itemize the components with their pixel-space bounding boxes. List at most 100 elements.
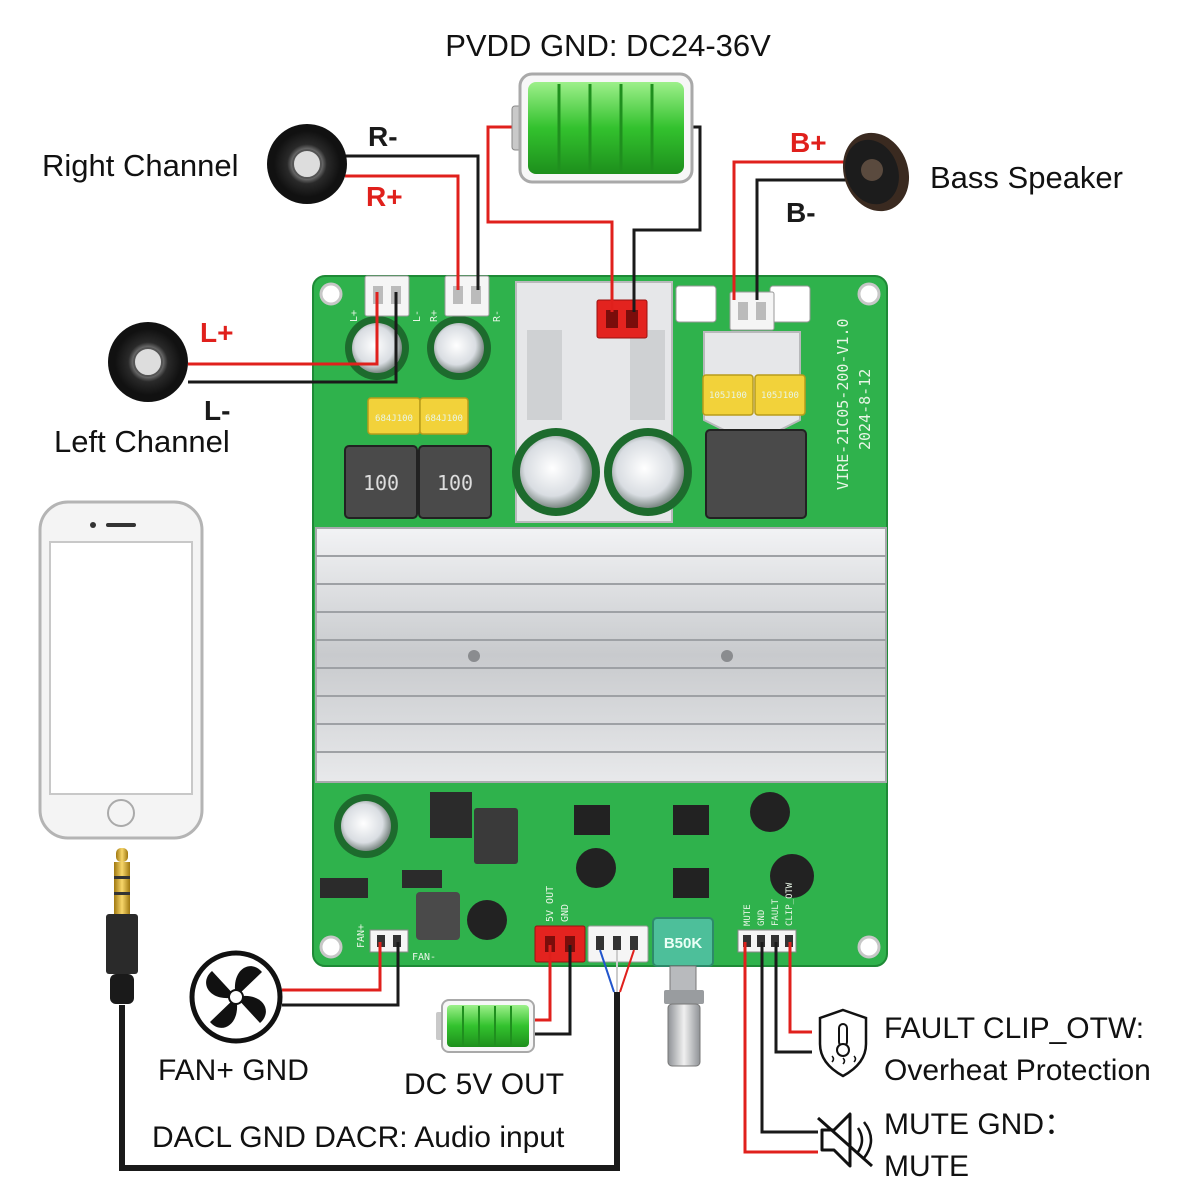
inductor-1: 100	[344, 445, 418, 519]
wire-5v-plus	[534, 945, 552, 1022]
dc-5v-out-connector	[534, 925, 586, 963]
wire-b-minus	[755, 178, 846, 300]
capacitor-bottom-left	[334, 794, 398, 858]
svg-text:100: 100	[437, 471, 473, 495]
potentiometer-icon: B50K	[652, 917, 714, 1067]
pin-clip: CLIP_OTW	[785, 882, 795, 926]
wire-b-plus	[732, 160, 846, 300]
pin-fault: FAULT	[771, 898, 781, 926]
wire-r-plus	[345, 174, 460, 290]
battery-icon	[511, 72, 694, 184]
tag-r-minus: R-	[368, 121, 398, 152]
tag-b-plus: B+	[790, 127, 827, 158]
audio-jack-icon	[106, 848, 138, 1004]
fault-label-line2: Overheat Protection	[884, 1054, 1151, 1087]
wire-l-minus	[188, 292, 398, 384]
svg-text:B50K: B50K	[664, 935, 703, 952]
svg-text:684J100: 684J100	[375, 414, 413, 424]
battery-icon-small	[436, 999, 535, 1053]
left-channel-label: Left Channel	[54, 424, 230, 459]
mute-icon	[817, 1112, 873, 1168]
bass-speaker-connector	[729, 291, 775, 331]
film-capacitor-a: 684J100	[367, 397, 421, 435]
capacitor-small-1	[576, 848, 616, 888]
audio-input-label: DACL GND DACR: Audio input	[152, 1121, 565, 1154]
pin-r-plus: R+	[429, 310, 440, 322]
left-channel-connector	[364, 275, 410, 317]
audio-cable	[119, 992, 620, 1171]
capacitor-top-left-2	[427, 316, 491, 380]
pin-5v-out: 5V OUT	[545, 886, 556, 922]
wire-pvdd	[486, 125, 614, 312]
svg-text:105J100: 105J100	[761, 391, 799, 401]
fan-connector	[369, 929, 409, 953]
film-capacitor-c: 105J100	[702, 374, 754, 416]
capacitor-small-4	[467, 900, 507, 940]
wire-5v-gnd	[534, 945, 572, 1036]
tag-b-minus: B-	[786, 197, 816, 228]
board-date-text: 2024-8-12	[856, 369, 874, 450]
mute-label-line1: MUTE GND：	[884, 1108, 1074, 1141]
svg-text:684J100: 684J100	[425, 414, 463, 424]
dc-out-label: DC 5V OUT	[404, 1068, 564, 1101]
regulator-chip	[430, 792, 472, 838]
pin-r-minus: R-	[492, 310, 503, 322]
power-input-connector	[596, 299, 648, 339]
wire-fault	[788, 942, 812, 1034]
wiring	[119, 125, 846, 1171]
right-channel-label: Right Channel	[42, 148, 238, 183]
wire-clip	[774, 942, 812, 1054]
inductor-2: 100	[418, 445, 492, 519]
bass-speaker-label: Bass Speaker	[930, 160, 1123, 195]
wire-mute-gnd	[760, 942, 818, 1134]
fan-label: FAN+ GND	[158, 1054, 309, 1087]
wire-r-minus	[345, 154, 480, 290]
wire-fan-plus	[282, 942, 382, 992]
pin-gnd-mute: GND	[757, 910, 767, 926]
bass-speaker-icon	[842, 132, 910, 212]
film-capacitor-b: 684J100	[419, 397, 469, 435]
svg-text:105J100: 105J100	[709, 391, 747, 401]
fault-label-line1: FAULT CLIP_OTW:	[884, 1012, 1144, 1045]
phone-icon	[38, 500, 204, 840]
wire-gnd	[632, 125, 702, 312]
capacitor-small-2	[750, 792, 790, 832]
thermometer-shield-icon	[818, 1008, 868, 1078]
power-input-label: PVDD GND: DC24-36V	[445, 28, 771, 63]
wire-l-plus	[188, 292, 379, 366]
pin-fan-minus: FAN-	[412, 952, 436, 963]
speaker-icon-left	[108, 322, 188, 402]
tag-l-minus: L-	[204, 395, 230, 426]
mounting-holes	[319, 282, 881, 959]
pin-gnd-5v: GND	[560, 904, 571, 922]
right-channel-connector	[444, 275, 490, 317]
capacitor-large-2	[604, 428, 692, 516]
pin-mute: MUTE	[743, 904, 753, 926]
tag-r-plus: R+	[366, 181, 403, 212]
film-capacitor-d: 105J100	[754, 374, 806, 416]
inductor-small	[416, 892, 460, 940]
mute-fault-header	[737, 929, 797, 953]
wire-mute	[743, 942, 818, 1154]
regulator-heat-tab	[474, 808, 518, 864]
mute-label-line2: MUTE	[884, 1150, 969, 1183]
ic-chip-2	[673, 805, 709, 835]
tag-l-plus: L+	[200, 317, 233, 348]
ic-chip-3	[673, 868, 709, 898]
pin-fan-plus: FAN+	[356, 924, 367, 948]
capacitor-small-3	[770, 854, 814, 898]
heatsink	[315, 527, 887, 783]
wire-fan-gnd	[282, 942, 400, 1007]
fan-icon	[189, 950, 283, 1044]
capacitor-large-1	[512, 428, 600, 516]
amplifier-board: 684J100 684J100 105J100 105J100 100 100	[312, 275, 888, 1067]
speaker-icon-right	[267, 124, 347, 204]
board-model-text: VIRE-21C05-200-V1.0	[834, 318, 852, 490]
pin-l-plus: L+	[349, 310, 360, 322]
ic-chip-1	[574, 805, 610, 835]
inductor-bass	[705, 429, 807, 519]
svg-text:100: 100	[363, 471, 399, 495]
pin-l-minus: L-	[412, 310, 423, 322]
